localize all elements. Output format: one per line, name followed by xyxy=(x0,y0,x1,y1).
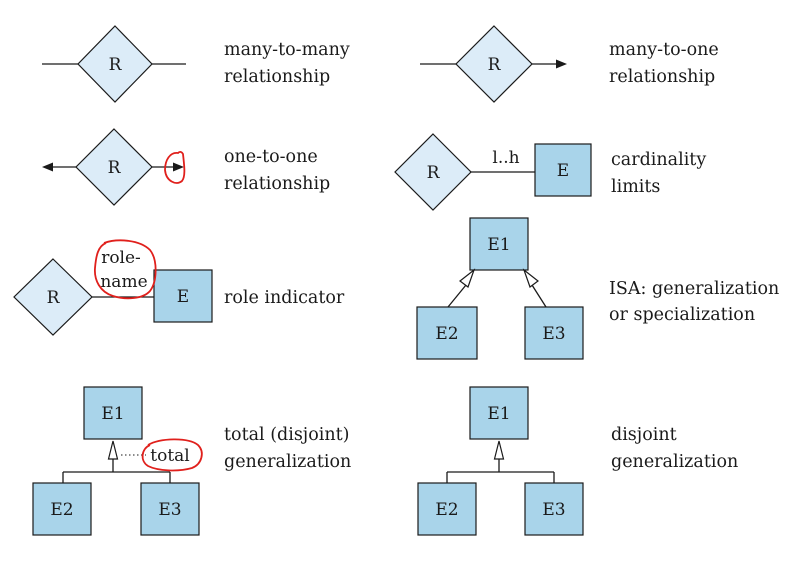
one-to-one-desc-line1: one-to-one xyxy=(224,147,318,167)
isa-parent-entity-box xyxy=(469,217,529,271)
disjoint-generalization-panel: E1 E2 E3 disjoint generalization xyxy=(417,386,738,536)
isa-child2-entity-box xyxy=(524,306,584,360)
many-to-many-relationship-diamond xyxy=(77,25,153,103)
total-marker-label: total xyxy=(150,446,189,466)
isa-child1-label: E2 xyxy=(435,324,458,344)
isa-child1-entity-box xyxy=(416,306,478,360)
isa-left-link xyxy=(447,284,467,308)
one-to-one-desc-line2: relationship xyxy=(224,174,330,194)
many-to-many-panel: R many-to-many relationship xyxy=(42,25,350,103)
disjoint-child2-entity-box xyxy=(524,482,584,536)
many-to-many-desc-line1: many-to-many xyxy=(224,40,350,60)
isa-right-link xyxy=(531,284,547,308)
cardinality-limit-label: l..h xyxy=(492,148,519,168)
disjoint-child1-label: E2 xyxy=(435,500,458,520)
many-to-one-desc-line2: relationship xyxy=(609,67,715,87)
total-child1-entity-box xyxy=(32,482,92,536)
isa-left-triangle xyxy=(459,268,476,288)
one-to-one-relationship-label: R xyxy=(108,158,122,178)
role-relationship-diamond xyxy=(13,258,93,336)
total-parent-label: E1 xyxy=(101,404,124,424)
one-to-one-left-arrowhead xyxy=(42,162,53,172)
role-relationship-label: R xyxy=(47,288,61,308)
isa-desc-line2: or specialization xyxy=(609,305,755,325)
disjoint-triangle xyxy=(493,440,505,460)
many-to-one-arrowhead xyxy=(556,59,567,69)
total-desc-line1: total (disjoint) xyxy=(224,425,350,445)
total-child2-label: E3 xyxy=(158,500,181,520)
disjoint-parent-label: E1 xyxy=(487,404,510,424)
role-indicator-panel: R E role- name role indicator xyxy=(13,239,345,336)
disjoint-desc-line2: generalization xyxy=(611,452,738,472)
many-to-many-relationship-label: R xyxy=(109,55,123,75)
role-name-annotation-circle xyxy=(94,239,157,300)
disjoint-parent-entity-box xyxy=(469,386,529,440)
one-to-one-relationship-diamond xyxy=(75,128,153,206)
many-to-one-desc-line1: many-to-one xyxy=(609,40,719,60)
total-triangle xyxy=(107,440,119,460)
role-entity-box xyxy=(153,269,213,323)
many-to-many-desc-line2: relationship xyxy=(224,67,330,87)
role-entity-label: E xyxy=(177,287,189,307)
cardinality-relationship-label: R xyxy=(427,163,441,183)
total-child2-entity-box xyxy=(140,482,200,536)
total-generalization-panel: E1 total E2 E3 total (disjoint) generali… xyxy=(32,386,351,536)
total-desc-line2: generalization xyxy=(224,452,351,472)
many-to-one-relationship-label: R xyxy=(488,55,502,75)
isa-panel: E1 E2 E3 ISA: generalization or speciali… xyxy=(416,217,779,360)
cardinality-desc-line2: limits xyxy=(611,177,660,197)
total-parent-entity-box xyxy=(83,386,143,440)
isa-desc-line1: ISA: generalization xyxy=(609,279,779,299)
cardinality-entity-label: E xyxy=(557,161,569,181)
many-to-one-panel: R many-to-one relationship xyxy=(420,25,719,103)
arrowhead-annotation-circle xyxy=(164,151,186,184)
cardinality-desc-line1: cardinality xyxy=(611,150,706,170)
isa-parent-label: E1 xyxy=(487,235,510,255)
one-to-one-panel: R one-to-one relationship xyxy=(42,128,330,206)
isa-right-triangle xyxy=(522,268,539,288)
role-name-line2: name xyxy=(100,272,147,292)
cardinality-relationship-diamond xyxy=(394,133,472,211)
cardinality-panel: R E l..h cardinality limits xyxy=(394,133,706,211)
many-to-one-relationship-diamond xyxy=(455,25,533,103)
disjoint-child2-label: E3 xyxy=(542,500,565,520)
disjoint-child1-entity-box xyxy=(417,482,477,536)
cardinality-entity-box xyxy=(534,143,592,197)
one-to-one-right-arrowhead xyxy=(173,162,184,172)
role-desc: role indicator xyxy=(224,288,345,308)
total-child1-label: E2 xyxy=(50,500,73,520)
total-annotation-circle xyxy=(141,438,203,472)
role-name-line1: role- xyxy=(101,248,141,268)
isa-child2-label: E3 xyxy=(542,324,565,344)
disjoint-desc-line1: disjoint xyxy=(611,425,677,445)
